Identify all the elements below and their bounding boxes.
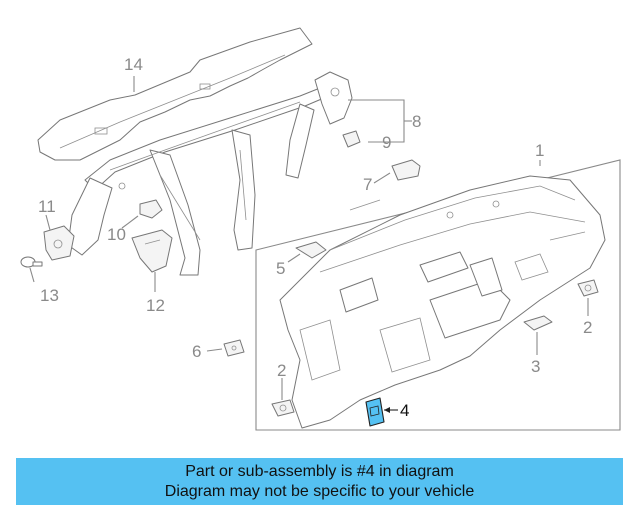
callout-3: 3 <box>531 357 540 376</box>
cross-car-beam <box>67 71 353 276</box>
callout-10: 10 <box>107 225 126 244</box>
callout-2-right: 2 <box>583 318 592 337</box>
callout-1: 1 <box>535 141 544 160</box>
part-5-clip <box>295 241 327 259</box>
leader-lines <box>29 76 589 413</box>
part-13-bolt <box>20 256 43 268</box>
parts-diagram: 14 8 9 1 7 11 10 5 13 12 2 6 3 2 4 <box>20 27 621 431</box>
part-7-clip <box>391 159 421 181</box>
part-10-clip <box>139 199 163 219</box>
part-2-clip-right <box>577 279 599 297</box>
part-12-bracket <box>131 229 173 273</box>
part-3-clip <box>523 315 553 331</box>
callout-labels: 14 8 9 1 7 11 10 5 13 12 2 6 3 2 4 <box>38 55 592 420</box>
part-2-clip-left <box>271 399 295 417</box>
callout-4: 4 <box>400 401 409 420</box>
callout-11: 11 <box>38 197 56 216</box>
part-6-clip <box>223 339 245 357</box>
callout-6: 6 <box>192 342 201 361</box>
part-11-bracket <box>43 225 75 261</box>
banner-line-2: Diagram may not be specific to your vehi… <box>164 482 475 500</box>
part-1-instrument-panel <box>279 175 606 429</box>
callout-12: 12 <box>146 296 165 315</box>
callout-5: 5 <box>276 259 285 278</box>
callout-8: 8 <box>412 112 421 131</box>
banner-line-1: Part or sub-assembly is #4 in diagram <box>185 462 454 480</box>
part-9-clip <box>342 130 361 148</box>
part-4-highlighted[interactable] <box>365 397 385 427</box>
callout-14: 14 <box>124 55 143 74</box>
callout-9: 9 <box>382 133 391 152</box>
callout-13: 13 <box>40 286 59 305</box>
callout-2-left: 2 <box>277 361 286 380</box>
callout-7: 7 <box>363 175 372 194</box>
info-banner: Part or sub-assembly is #4 in diagram Di… <box>16 458 623 505</box>
part-14-reinforcement-plate <box>37 27 313 161</box>
